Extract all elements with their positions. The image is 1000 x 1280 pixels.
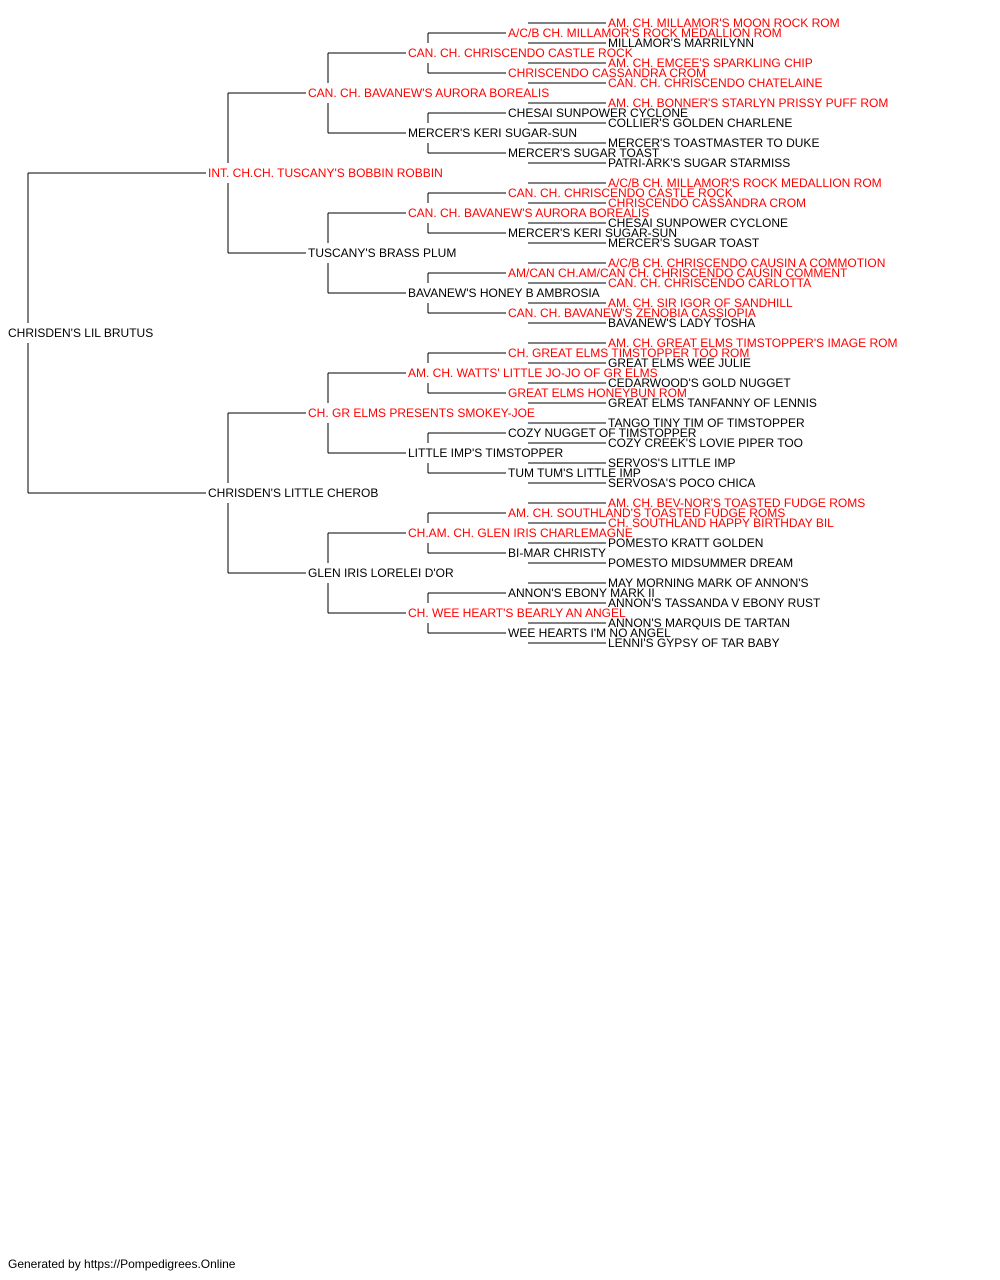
pedigree-name-ch-am-ch-glen-iris-charlemagne: CH.AM. CH. GLEN IRIS CHARLEMAGNE <box>408 526 633 540</box>
pedigree-name-bavanew-s-honey-b-ambrosia: BAVANEW'S HONEY B AMBROSIA <box>408 286 600 300</box>
pedigree-name-cozy-creek-s-lovie-piper-too: COZY CREEK'S LOVIE PIPER TOO <box>608 436 803 450</box>
pedigree-name-glen-iris-lorelei-d-or: GLEN IRIS LORELEI D'OR <box>308 566 454 580</box>
pedigree-name-great-elms-tanfanny-of-lennis: GREAT ELMS TANFANNY OF LENNIS <box>608 396 817 410</box>
pedigree-name-can-ch-bavanew-s-aurora-borealis: CAN. CH. BAVANEW'S AURORA BOREALIS <box>408 206 649 220</box>
pedigree-name-chrisden-s-little-cherob: CHRISDEN'S LITTLE CHEROB <box>208 486 378 500</box>
pedigree-name-tango-tiny-tim-of-timstopper: TANGO TINY TIM OF TIMSTOPPER <box>608 416 805 430</box>
pedigree-name-little-imp-s-timstopper: LITTLE IMP'S TIMSTOPPER <box>408 446 564 460</box>
pedigree-name-patri-ark-s-sugar-starmiss: PATRI-ARK'S SUGAR STARMISS <box>608 156 790 170</box>
pedigree-name-can-ch-chriscendo-carlotta: CAN. CH. CHRISCENDO CARLOTTA <box>608 276 811 290</box>
pedigree-name-collier-s-golden-charlene: COLLIER'S GOLDEN CHARLENE <box>608 116 792 130</box>
generated-by-footer[interactable]: Generated by https://Pompedigrees.Online <box>8 1257 236 1271</box>
pedigree-name-am-ch-southland-s-toasted-fudge-roms: AM. CH. SOUTHLAND'S TOASTED FUDGE ROMS <box>508 506 785 520</box>
pedigree-name-am-ch-watts-little-jo-jo-of-gr-elms: AM. CH. WATTS' LITTLE JO-JO OF GR ELMS <box>408 366 658 380</box>
pedigree-name-chesai-sunpower-cyclone: CHESAI SUNPOWER CYCLONE <box>508 106 688 120</box>
pedigree-name-can-ch-bavanew-s-zenobia-cassiopia: CAN. CH. BAVANEW'S ZENOBIA CASSIOPIA <box>508 306 756 320</box>
pedigree-name-bi-mar-christy: BI-MAR CHRISTY <box>508 546 606 560</box>
pedigree-name-millamor-s-marrilynn: MILLAMOR'S MARRILYNN <box>608 36 754 50</box>
pedigree-name-can-ch-chriscendo-castle-rock: CAN. CH. CHRISCENDO CASTLE ROCK <box>508 186 733 200</box>
pedigree-name-pomesto-kratt-golden: POMESTO KRATT GOLDEN <box>608 536 763 550</box>
pedigree-name-servos-s-little-imp: SERVOS'S LITTLE IMP <box>608 456 735 470</box>
pedigree-name-cedarwood-s-gold-nugget: CEDARWOOD'S GOLD NUGGET <box>608 376 791 390</box>
pedigree-name-ch-southland-happy-birthday-bil: CH. SOUTHLAND HAPPY BIRTHDAY BIL <box>608 516 834 530</box>
pedigree-name-ch-wee-heart-s-bearly-an-angel: CH. WEE HEART'S BEARLY AN ANGEL <box>408 606 626 620</box>
pedigree-name-ch-gr-elms-presents-smokey-joe: CH. GR ELMS PRESENTS SMOKEY-JOE <box>308 406 535 420</box>
pedigree-name-am-ch-sir-igor-of-sandhill: AM. CH. SIR IGOR OF SANDHILL <box>608 296 793 310</box>
pedigree-name-can-ch-chriscendo-castle-rock: CAN. CH. CHRISCENDO CASTLE ROCK <box>408 46 633 60</box>
pedigree-name-annon-s-marquis-de-tartan: ANNON'S MARQUIS DE TARTAN <box>608 616 790 630</box>
pedigree-name-am-can-ch-am-can-ch-chriscendo-causin-comment: AM/CAN CH.AM/CAN CH. CHRISCENDO CAUSIN C… <box>508 266 848 280</box>
pedigree-name-mercer-s-sugar-toast: MERCER'S SUGAR TOAST <box>608 236 760 250</box>
pedigree-name-a-c-b-ch-millamor-s-rock-medallion-rom: A/C/B CH. MILLAMOR'S ROCK MEDALLION ROM <box>508 26 782 40</box>
pedigree-name-can-ch-chriscendo-chatelaine: CAN. CH. CHRISCENDO CHATELAINE <box>608 76 822 90</box>
pedigree-name-mercer-s-keri-sugar-sun: MERCER'S KERI SUGAR-SUN <box>508 226 677 240</box>
pedigree-name-tum-tum-s-little-imp: TUM TUM'S LITTLE IMP <box>508 466 641 480</box>
pedigree-name-am-ch-bonner-s-starlyn-prissy-puff-rom: AM. CH. BONNER'S STARLYN PRISSY PUFF ROM <box>608 96 888 110</box>
pedigree-name-great-elms-wee-julie: GREAT ELMS WEE JULIE <box>608 356 751 370</box>
pedigree-name-annon-s-tassanda-v-ebony-rust: ANNON'S TASSANDA V EBONY RUST <box>608 596 821 610</box>
pedigree-name-a-c-b-ch-millamor-s-rock-medallion-rom: A/C/B CH. MILLAMOR'S ROCK MEDALLION ROM <box>608 176 882 190</box>
pedigree-name-ch-great-elms-timstopper-too-rom: CH. GREAT ELMS TIMSTOPPER TOO ROM <box>508 346 749 360</box>
pedigree-name-annon-s-ebony-mark-ii: ANNON'S EBONY MARK II <box>508 586 655 600</box>
pedigree-name-chrisden-s-lil-brutus: CHRISDEN'S LIL BRUTUS <box>8 326 153 340</box>
pedigree-name-may-morning-mark-of-annon-s: MAY MORNING MARK OF ANNON'S <box>608 576 809 590</box>
pedigree-name-can-ch-bavanew-s-aurora-borealis: CAN. CH. BAVANEW'S AURORA BOREALIS <box>308 86 549 100</box>
pedigree-name-int-ch-ch-tuscany-s-bobbin-robbin: INT. CH.CH. TUSCANY'S BOBBIN ROBBIN <box>208 166 443 180</box>
pedigree-name-servosa-s-poco-chica: SERVOSA'S POCO CHICA <box>608 476 755 490</box>
pedigree-name-chesai-sunpower-cyclone: CHESAI SUNPOWER CYCLONE <box>608 216 788 230</box>
pedigree-tree: AM. CH. MILLAMOR'S MOON ROCK ROM MILLAMOR… <box>8 16 897 650</box>
pedigree-name-bavanew-s-lady-tosha: BAVANEW'S LADY TOSHA <box>608 316 755 330</box>
pedigree-name-cozy-nugget-of-timstopper: COZY NUGGET OF TIMSTOPPER <box>508 426 697 440</box>
pedigree-name-am-ch-great-elms-timstopper-s-image-rom: AM. CH. GREAT ELMS TIMSTOPPER'S IMAGE RO… <box>608 336 897 350</box>
pedigree-name-wee-hearts-i-m-no-angel: WEE HEARTS I'M NO ANGEL <box>508 626 671 640</box>
pedigree-name-lenni-s-gypsy-of-tar-baby: LENNI'S GYPSY OF TAR BABY <box>608 636 780 650</box>
pedigree-name-chriscendo-cassandra-crom: CHRISCENDO CASSANDRA CROM <box>608 196 806 210</box>
pedigree-name-a-c-b-ch-chriscendo-causin-a-commotion: A/C/B CH. CHRISCENDO CAUSIN A COMMOTION <box>608 256 885 270</box>
pedigree-name-chriscendo-cassandra-crom: CHRISCENDO CASSANDRA CROM <box>508 66 706 80</box>
pedigree-name-pomesto-midsummer-dream: POMESTO MIDSUMMER DREAM <box>608 556 793 570</box>
pedigree-name-am-ch-millamor-s-moon-rock-rom: AM. CH. MILLAMOR'S MOON ROCK ROM <box>608 16 840 30</box>
pedigree-name-am-ch-bev-nor-s-toasted-fudge-roms: AM. CH. BEV-NOR'S TOASTED FUDGE ROMS <box>608 496 865 510</box>
pedigree-name-mercer-s-toastmaster-to-duke: MERCER'S TOASTMASTER TO DUKE <box>608 136 819 150</box>
pedigree-name-tuscany-s-brass-plum: TUSCANY'S BRASS PLUM <box>308 246 456 260</box>
pedigree-name-mercer-s-keri-sugar-sun: MERCER'S KERI SUGAR-SUN <box>408 126 577 140</box>
pedigree-name-mercer-s-sugar-toast: MERCER'S SUGAR TOAST <box>508 146 660 160</box>
pedigree-name-am-ch-emcee-s-sparkling-chip: AM. CH. EMCEE'S SPARKLING CHIP <box>608 56 813 70</box>
pedigree-name-great-elms-honeybun-rom: GREAT ELMS HONEYBUN ROM <box>508 386 687 400</box>
